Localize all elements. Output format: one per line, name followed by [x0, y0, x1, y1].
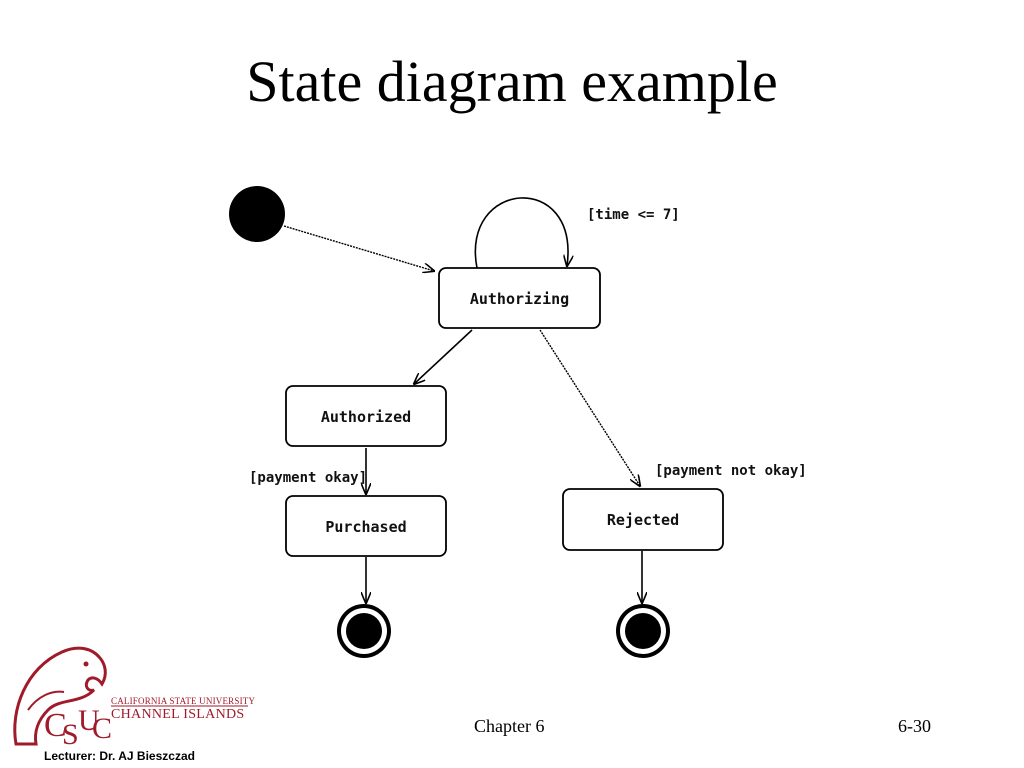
footer-chapter: Chapter 6 — [474, 716, 545, 736]
state-authorized-label: Authorized — [321, 408, 411, 426]
final-state-purchased — [337, 604, 391, 658]
csuci-logo: C S U C CALIFORNIA STATE UNIVERSITY CHAN… — [8, 640, 268, 752]
guard-payment-okay-label: [payment okay] — [249, 470, 367, 486]
initial-state — [229, 186, 285, 242]
footer-page-number: 6-30 — [898, 716, 931, 736]
logo-campus-text: CHANNEL ISLANDS — [111, 707, 245, 722]
state-purchased-label: Purchased — [325, 518, 406, 536]
final-state-rejected — [616, 604, 670, 658]
svg-text:U: U — [78, 704, 100, 737]
guard-payment-not-okay-label: [payment not okay] — [655, 463, 807, 479]
state-authorizing-label: Authorizing — [470, 290, 569, 308]
svg-text:C: C — [92, 712, 112, 745]
transition-initial-to-authorizing — [283, 225, 434, 271]
guard-time-label: [time <= 7] — [587, 207, 680, 223]
slide-title: State diagram example — [246, 49, 778, 114]
logo-university-text: CALIFORNIA STATE UNIVERSITY — [111, 696, 256, 706]
svg-text:S: S — [62, 718, 79, 751]
state-rejected-label: Rejected — [607, 511, 679, 529]
transition-self-loop — [474, 197, 568, 269]
state-diagram: Authorizing Authorized Purchased Rejecte… — [229, 186, 807, 658]
state-purchased: Purchased — [285, 495, 447, 557]
dolphin-logo-icon: C S U C — [13, 646, 248, 751]
svg-text:C: C — [44, 707, 67, 744]
transition-authorizing-to-rejected — [539, 329, 640, 486]
state-authorizing: Authorizing — [438, 267, 601, 329]
state-rejected: Rejected — [562, 488, 724, 551]
state-authorized: Authorized — [285, 385, 447, 447]
footer-lecturer: Lecturer: Dr. AJ Bieszczad — [44, 749, 195, 763]
transition-authorizing-to-authorized — [414, 329, 473, 384]
